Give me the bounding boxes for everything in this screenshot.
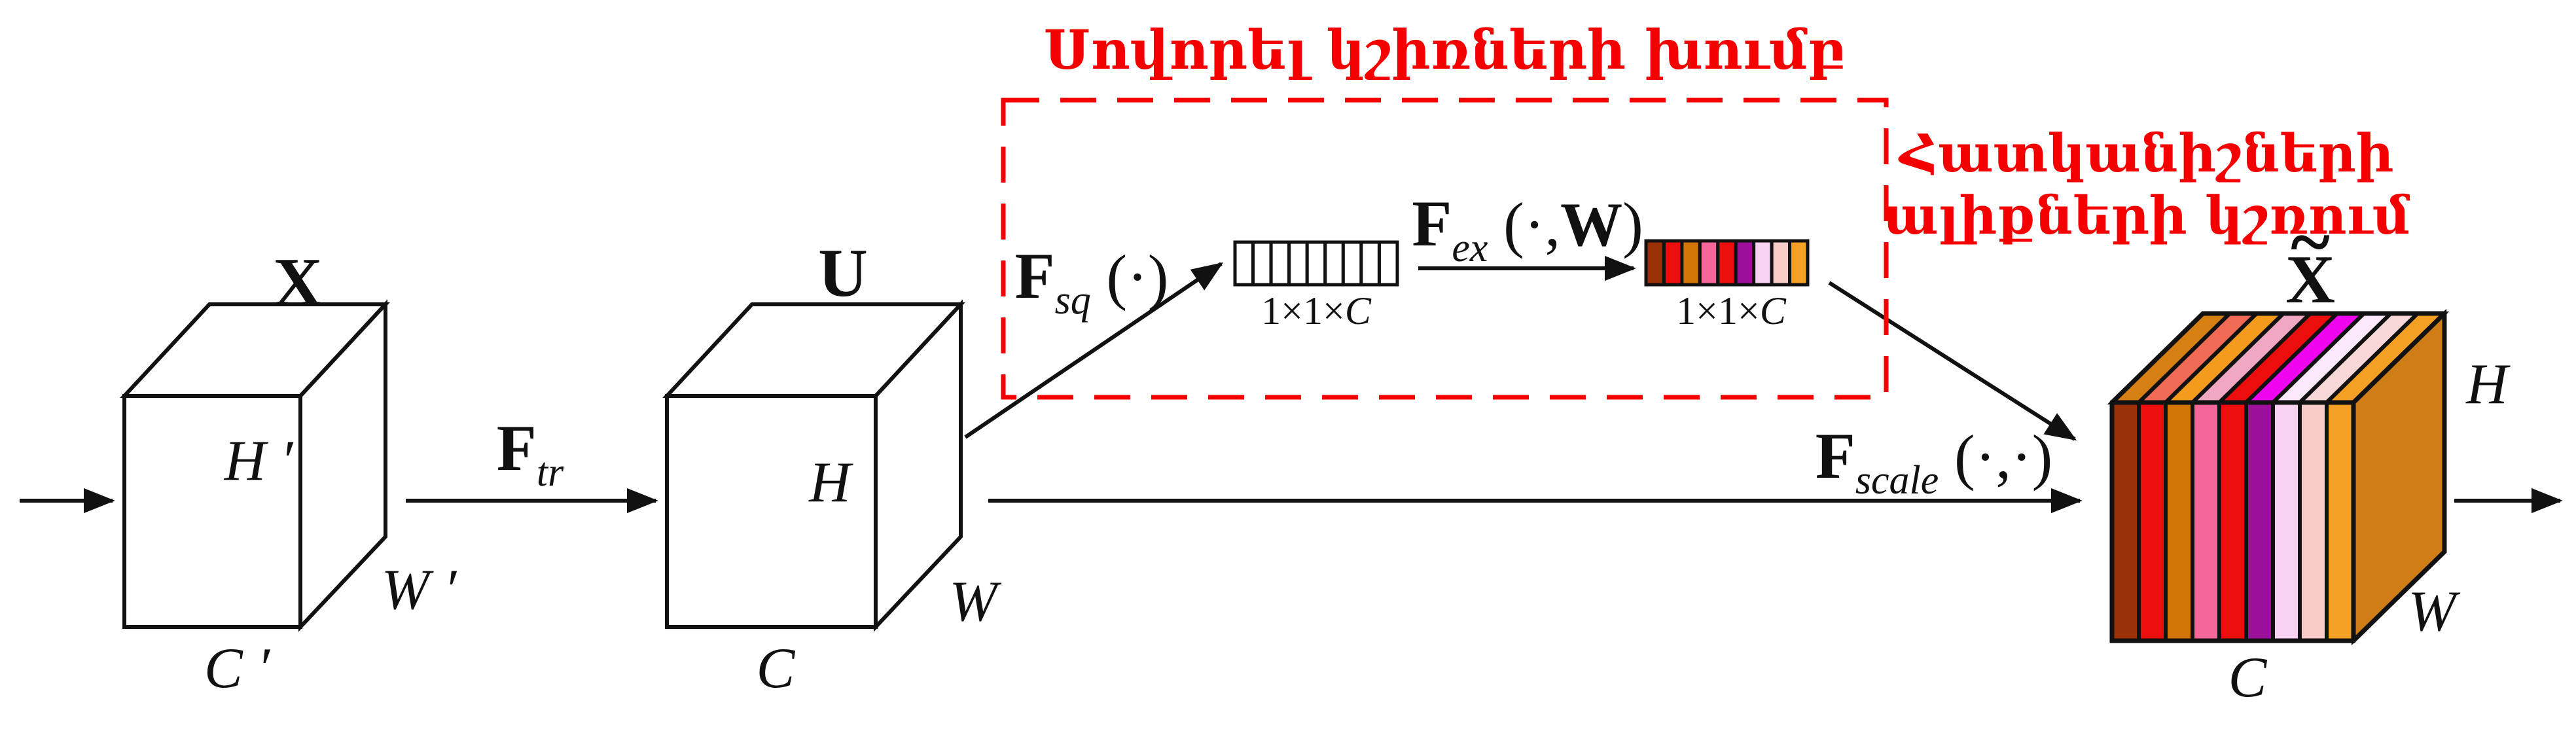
- excited-cell: [1644, 239, 1666, 287]
- channel-weighting-caption-line2: ալիքների կշռում: [1883, 185, 2410, 246]
- output-width-label: W: [2408, 580, 2460, 643]
- output-tensor-cube: [2107, 308, 2450, 646]
- flow-arrows: [20, 255, 2563, 514]
- excited-cell: [1770, 239, 1792, 287]
- excited-cell: [1734, 239, 1756, 287]
- output-front-strip: [2191, 401, 2221, 643]
- output-cube-outline: [2109, 311, 2447, 643]
- u-tensor-name: U: [818, 234, 868, 311]
- squeezed-vector-cells: [1233, 240, 1399, 287]
- channel-weighting-caption-line1: Հատկանիշների: [1898, 122, 2393, 184]
- squeezed-cell: [1251, 240, 1273, 287]
- excited-vector: 1×1×C: [1644, 239, 1810, 332]
- output-front-strip: [2110, 401, 2141, 643]
- input-tensor-cube: [120, 299, 390, 632]
- input-width-label: W ′: [382, 558, 457, 622]
- output-channels-label: C: [2228, 646, 2268, 709]
- u-height-label: H: [808, 451, 853, 514]
- output-front-strip: [2325, 401, 2355, 643]
- squeezed-cell: [1287, 240, 1309, 287]
- output-front-strip: [2244, 401, 2275, 643]
- fex-label: Fex (·,W): [1412, 187, 1643, 270]
- input-cube-front-face: [122, 394, 302, 629]
- output-tensor-name: X: [2285, 241, 2335, 317]
- input-tensor-name: X: [273, 243, 323, 320]
- output-tensor-tilde: ~: [2291, 200, 2330, 283]
- u-cube-front-face: [665, 394, 878, 629]
- fsq-arrow: [964, 262, 1224, 439]
- excitation-to-cube-arrow: [1828, 281, 2077, 441]
- excited-cell: [1716, 239, 1738, 287]
- squeezed-dims-label: 1×1×C: [1261, 289, 1372, 332]
- fscale-label: Fscale (·,·): [1816, 420, 2053, 503]
- output-front-strip: [2137, 401, 2168, 643]
- excited-cell: [1698, 239, 1720, 287]
- excited-cell: [1788, 239, 1810, 287]
- excited-cell: [1680, 239, 1702, 287]
- output-front-strip: [2164, 401, 2194, 643]
- input-channels-label: C ′: [204, 637, 271, 700]
- squeezed-vector: 1×1×C: [1233, 240, 1399, 332]
- excited-cell: [1752, 239, 1774, 287]
- output-front-strip: [2271, 401, 2302, 643]
- excited-cell: [1662, 239, 1684, 287]
- output-cube-front-strips: [2110, 401, 2355, 643]
- fsq-label: Fsq (·): [1015, 240, 1169, 323]
- input-height-label: H ′: [224, 429, 295, 493]
- excited-vector-cells: [1644, 239, 1810, 287]
- squeezed-cell: [1377, 240, 1399, 287]
- learn-weights-caption: Սովորել կշիռների խումբ: [1044, 19, 1845, 82]
- output-front-strip: [2217, 401, 2248, 643]
- squeezed-cell: [1323, 240, 1345, 287]
- output-front-strip: [2298, 401, 2329, 643]
- excited-dims-label: 1×1×C: [1676, 289, 1787, 332]
- u-width-label: W: [949, 570, 1001, 634]
- squeezed-cell: [1341, 240, 1363, 287]
- learned-weights-dashed-box: [1001, 98, 1889, 400]
- u-channels-label: C: [757, 637, 796, 700]
- squeezed-cell: [1233, 240, 1255, 287]
- ftr-label: Ftr: [497, 412, 564, 495]
- output-height-label: H: [2465, 353, 2511, 416]
- u-tensor-cube: [662, 299, 965, 632]
- squeezed-cell: [1305, 240, 1327, 287]
- squeezed-cell: [1269, 240, 1291, 287]
- squeezed-cell: [1359, 240, 1381, 287]
